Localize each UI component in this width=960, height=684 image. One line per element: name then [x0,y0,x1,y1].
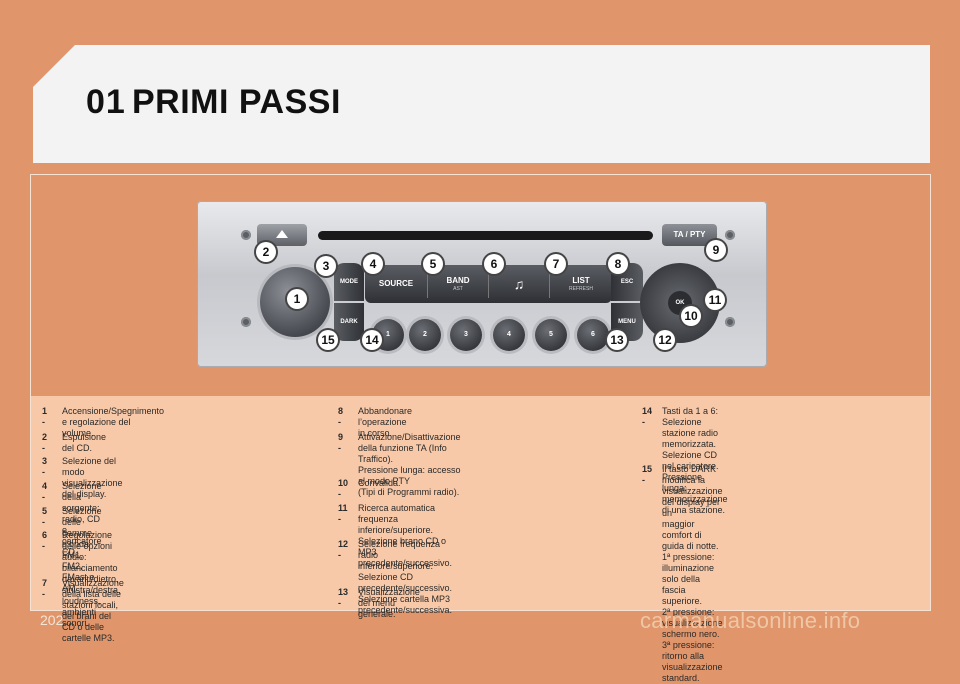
chapter-number: 01 [86,83,126,121]
screw-icon [725,317,735,327]
divider [549,270,550,298]
preset-button: 3 [450,319,482,351]
mode-dark-buttons: MODE DARK [334,263,364,343]
page-title: PRIMI PASSI [132,83,341,121]
callout-14: 14 [362,330,382,350]
dark-button: DARK [334,303,364,341]
header-banner [33,45,930,163]
callout-15: 15 [318,330,338,350]
preset-button: 4 [493,319,525,351]
callout-11: 11 [705,290,725,310]
callout-8: 8 [608,254,628,274]
preset-button: 2 [409,319,441,351]
divider [427,270,428,298]
function-bar: SOURCE BAND AST ♫ LIST REFRESH [365,265,612,303]
music-note-icon: ♫ [513,276,525,292]
callout-12: 12 [655,330,675,350]
legend-area [31,396,930,610]
watermark: carmanualsonline.info [640,608,861,633]
callout-4: 4 [363,254,383,274]
esc-menu-buttons: ESC MENU [611,263,643,343]
callout-1: 1 [287,289,307,309]
screw-icon [241,230,251,240]
callout-10: 10 [681,306,701,326]
list-label: LIST [572,276,590,285]
callout-13: 13 [607,330,627,350]
eject-icon [257,224,307,246]
list-sub-label: REFRESH [569,286,593,292]
divider [488,270,489,298]
screw-icon [725,230,735,240]
callout-3: 3 [316,256,336,276]
callout-9: 9 [706,240,726,260]
band-label: BAND [446,276,470,285]
band-button: BAND AST [428,265,488,303]
car-radio-illustration: TA / PTY MODE DARK SOURCE BAND AST ♫ LIS… [197,201,767,367]
screw-icon [241,317,251,327]
callout-6: 6 [484,254,504,274]
mode-button: MODE [334,263,364,301]
preset-button: 6 [577,319,609,351]
page-number: 202 [40,612,64,628]
cd-slot [318,231,653,240]
source-button: SOURCE [378,279,414,288]
list-button: LIST REFRESH [550,265,612,303]
band-sub-label: AST [453,286,463,292]
ta-pty-button: TA / PTY [662,224,717,246]
preset-button: 5 [535,319,567,351]
callout-5: 5 [423,254,443,274]
callout-7: 7 [546,254,566,274]
content-frame [30,174,931,611]
callout-2: 2 [256,242,276,262]
